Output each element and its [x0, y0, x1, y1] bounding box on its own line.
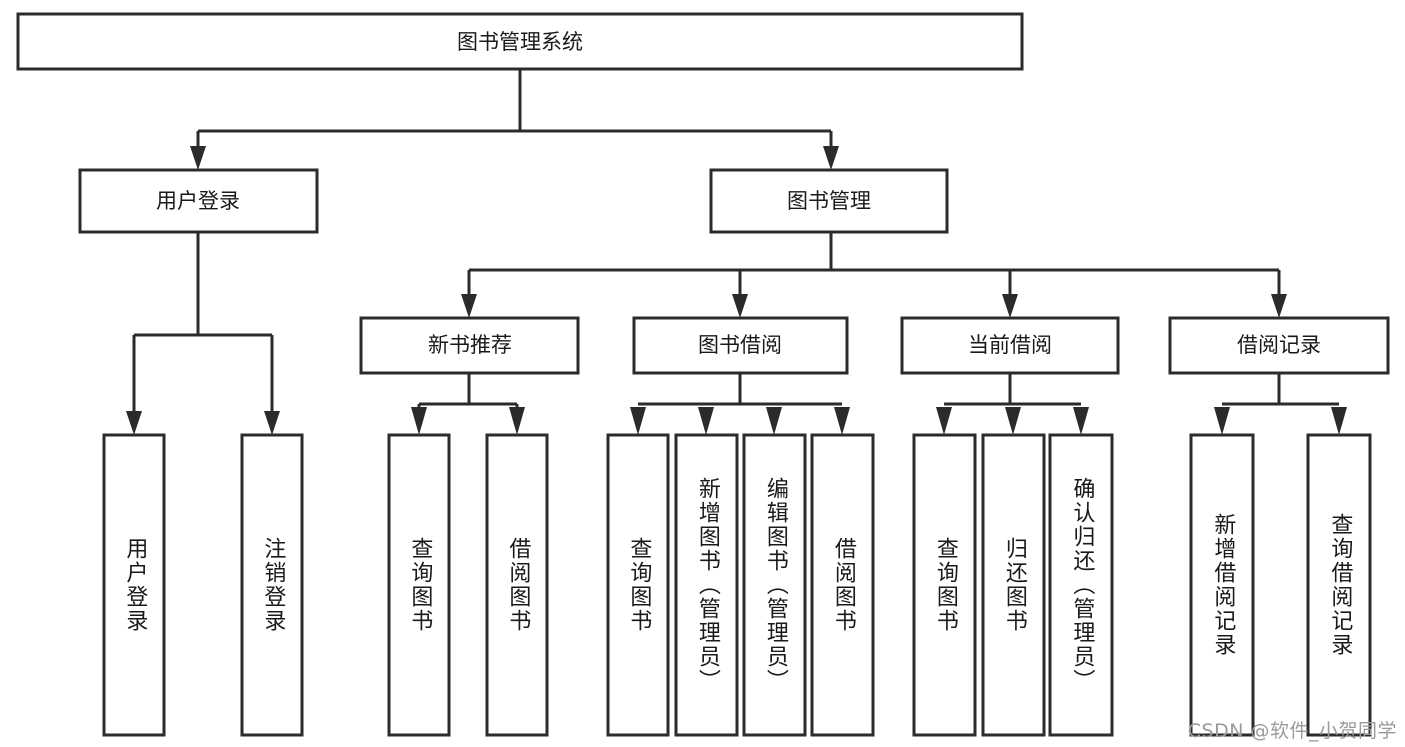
arrow-bookmgmt-to-record: [1271, 294, 1287, 318]
leaf-boxes: [102, 433, 1372, 737]
arrow-record-to-leaf1: [1214, 407, 1230, 435]
node-borrow-record[interactable]: 借阅记录: [1168, 316, 1390, 375]
book-borrow-label: 图书借阅: [698, 333, 782, 357]
leaf-box-logout[interactable]: [240, 433, 304, 737]
arrow-bookmgmt-to-borrow: [732, 294, 748, 318]
connector-group-userlogin: [126, 232, 280, 435]
leaf-box-return-book[interactable]: [981, 433, 1046, 737]
arrow-root-to-userlogin: [190, 146, 206, 170]
leaf-box-borrow-book-2[interactable]: [810, 433, 875, 737]
user-login-label: 用户登录: [156, 189, 240, 213]
node-user-login[interactable]: 用户登录: [78, 168, 319, 234]
connector-group-bookmgmt: [461, 232, 1287, 318]
arrow-newbook-to-leaf1: [411, 407, 427, 435]
new-book-recommend-label: 新书推荐: [428, 333, 512, 357]
arrow-record-to-leaf2: [1331, 407, 1347, 435]
node-new-book-recommend[interactable]: 新书推荐: [359, 316, 580, 375]
arrow-userlogin-to-leaf1: [126, 411, 142, 435]
node-current-borrow[interactable]: 当前借阅: [900, 316, 1120, 375]
connector-group-record: [1214, 373, 1347, 435]
leaf-box-query-book-2[interactable]: [606, 433, 670, 737]
connector-group-root: [190, 69, 839, 170]
current-borrow-label: 当前借阅: [968, 333, 1052, 357]
current-borrow-box[interactable]: [900, 316, 1120, 375]
connector-group-borrow: [630, 373, 850, 435]
arrow-bookmgmt-to-current: [1002, 294, 1018, 318]
leaf-box-query-book-1[interactable]: [387, 433, 451, 737]
arrow-root-to-bookmgmt: [823, 146, 839, 170]
root-label: 图书管理系统: [457, 30, 583, 54]
leaf-box-edit-book-admin[interactable]: [742, 433, 807, 737]
arrow-current-to-leaf3: [1073, 407, 1089, 435]
leaf-box-add-book-admin[interactable]: [674, 433, 739, 737]
book-borrow-box[interactable]: [632, 316, 849, 375]
borrow-record-label: 借阅记录: [1237, 333, 1321, 357]
leaf-box-add-borrow-record[interactable]: [1189, 433, 1255, 737]
arrow-borrow-to-leaf2: [698, 407, 714, 435]
root-box[interactable]: [16, 12, 1024, 71]
leaf-box-query-book-3[interactable]: [912, 433, 977, 737]
arrow-bookmgmt-to-newbook: [461, 294, 477, 318]
arrow-borrow-to-leaf3: [766, 407, 782, 435]
leaf-box-borrow-book-1[interactable]: [485, 433, 549, 737]
leaf-box-query-borrow-record[interactable]: [1306, 433, 1372, 737]
book-management-label: 图书管理: [787, 189, 871, 213]
node-book-borrow[interactable]: 图书借阅: [632, 316, 849, 375]
book-management-box[interactable]: [709, 168, 949, 234]
borrow-record-box[interactable]: [1168, 316, 1390, 375]
arrow-newbook-to-leaf2: [509, 407, 525, 435]
arrow-userlogin-to-leaf2: [264, 411, 280, 435]
arrow-borrow-to-leaf1: [630, 407, 646, 435]
user-login-box[interactable]: [78, 168, 319, 234]
arrow-borrow-to-leaf4: [834, 407, 850, 435]
node-root[interactable]: 图书管理系统: [16, 12, 1024, 71]
leaf-box-confirm-return-admin[interactable]: [1048, 433, 1114, 737]
arrow-current-to-leaf2: [1005, 407, 1021, 435]
connector-group-current: [936, 373, 1089, 435]
csdn-watermark: CSDN @软件_小贺同学: [1187, 720, 1397, 742]
node-book-management[interactable]: 图书管理: [709, 168, 949, 234]
new-book-recommend-box[interactable]: [359, 316, 580, 375]
arrow-current-to-leaf1: [936, 407, 952, 435]
connector-group-newbook: [411, 373, 525, 435]
leaf-box-user-login[interactable]: [102, 433, 166, 737]
